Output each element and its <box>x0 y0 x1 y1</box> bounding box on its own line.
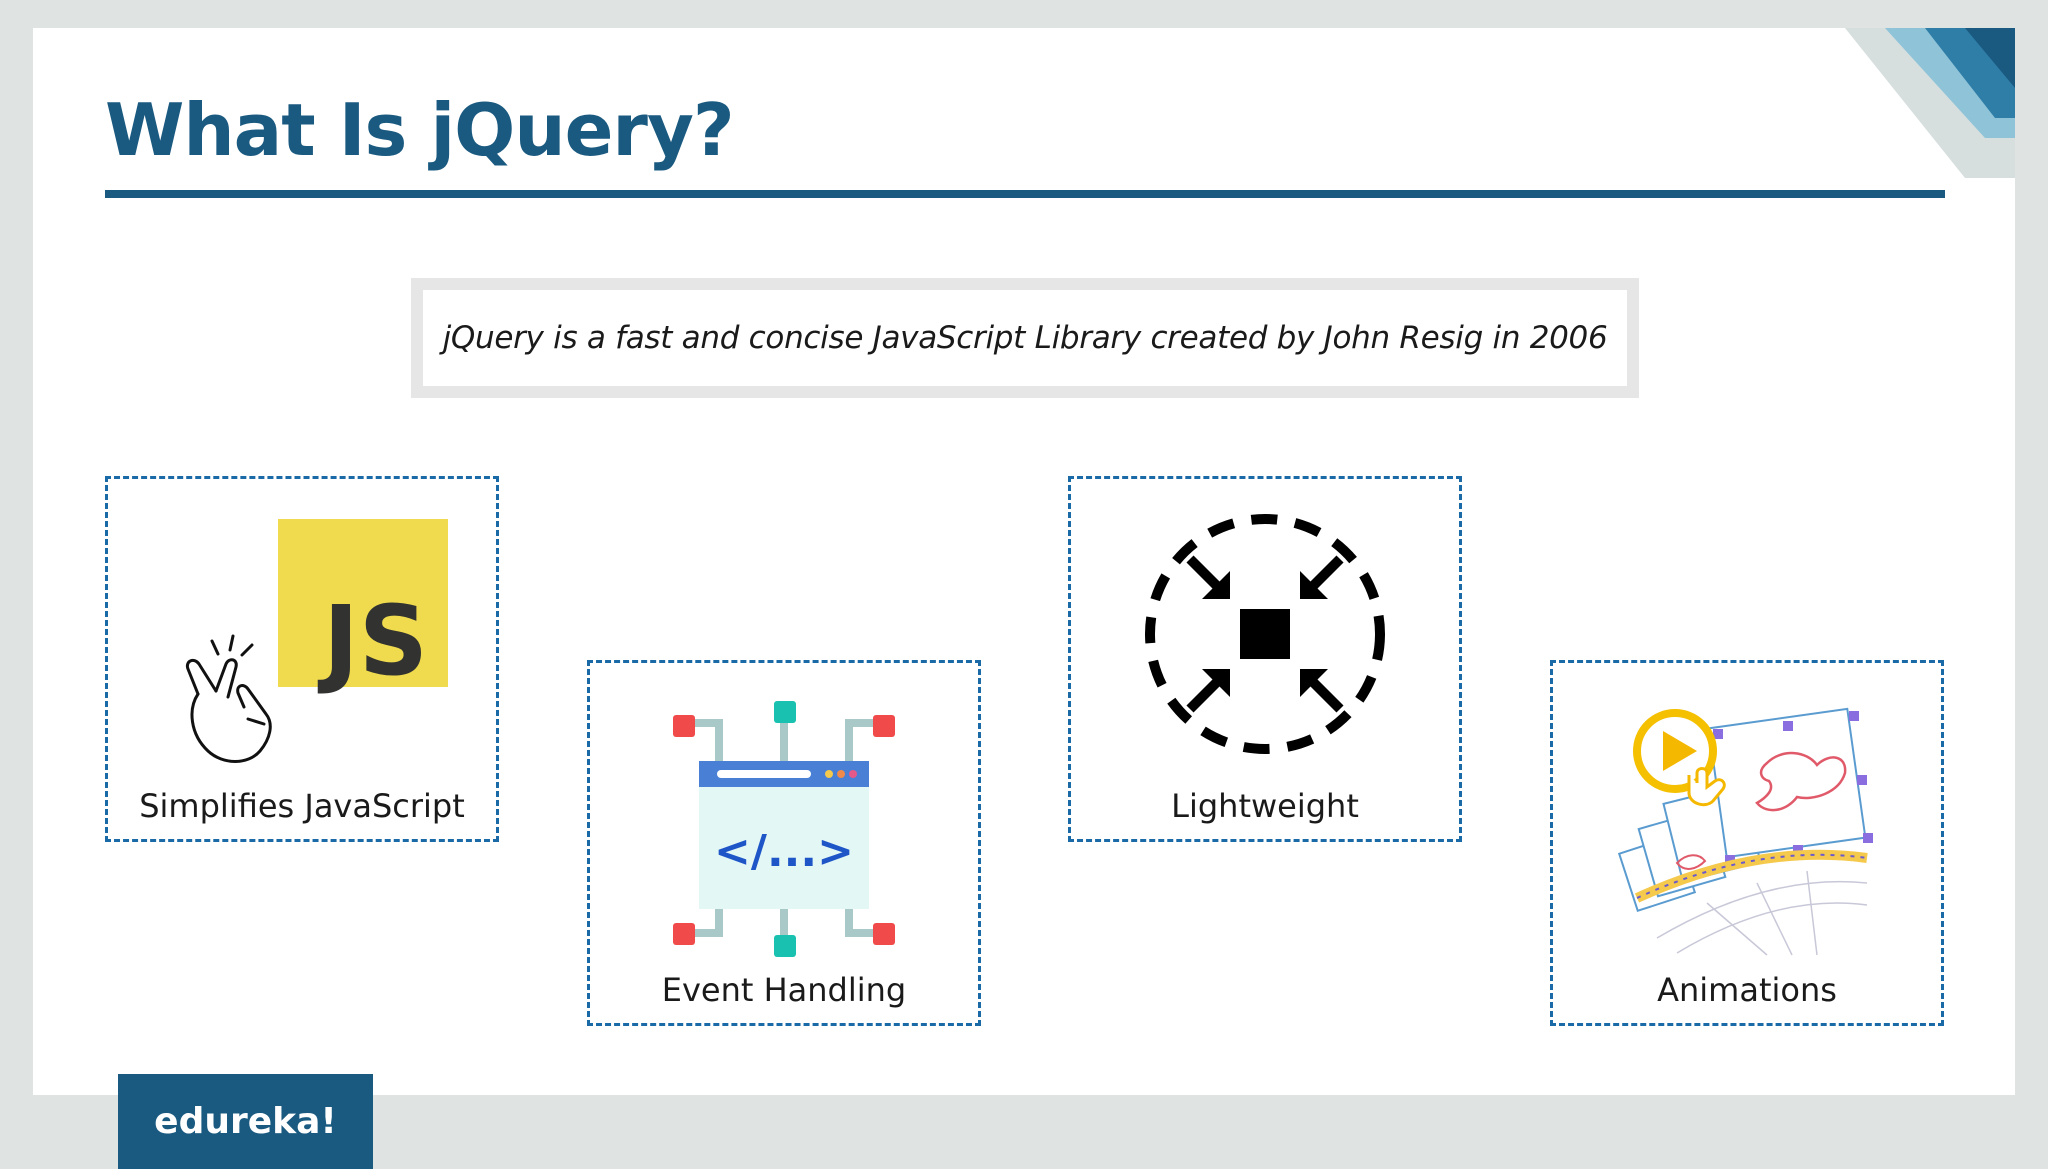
animation-frames-icon <box>1617 707 1873 956</box>
svg-text:JS: JS <box>317 585 428 697</box>
feature-label: Event Handling <box>661 971 907 1009</box>
corner-decoration <box>1845 28 2015 178</box>
svg-text:</...>: </...> <box>714 826 854 877</box>
definition-box: jQuery is a fast and concise JavaScript … <box>411 278 1639 398</box>
feature-card-lightweight: Lightweight <box>1068 476 1462 842</box>
page-title: What Is jQuery? <box>105 88 735 172</box>
edureka-logo: edureka! <box>118 1074 373 1169</box>
feature-card-event-handling: </...> Event Handling <box>587 660 981 1026</box>
feature-card-animations: Animations <box>1550 660 1944 1026</box>
javascript-snap-icon: JS <box>185 519 448 763</box>
feature-label: Simplifies JavaScript <box>139 787 465 825</box>
slide: What Is jQuery? jQuery is a fast and con… <box>33 28 2015 1095</box>
compress-arrows-icon <box>1145 514 1385 754</box>
feature-label: Animations <box>1657 971 1837 1009</box>
code-network-icon: </...> <box>673 701 895 957</box>
feature-label: Lightweight <box>1171 787 1359 825</box>
definition-text: jQuery is a fast and concise JavaScript … <box>442 320 1608 356</box>
feature-card-simplifies-javascript: JS Simplifies JavaScript <box>105 476 499 842</box>
title-underline <box>105 190 1945 198</box>
